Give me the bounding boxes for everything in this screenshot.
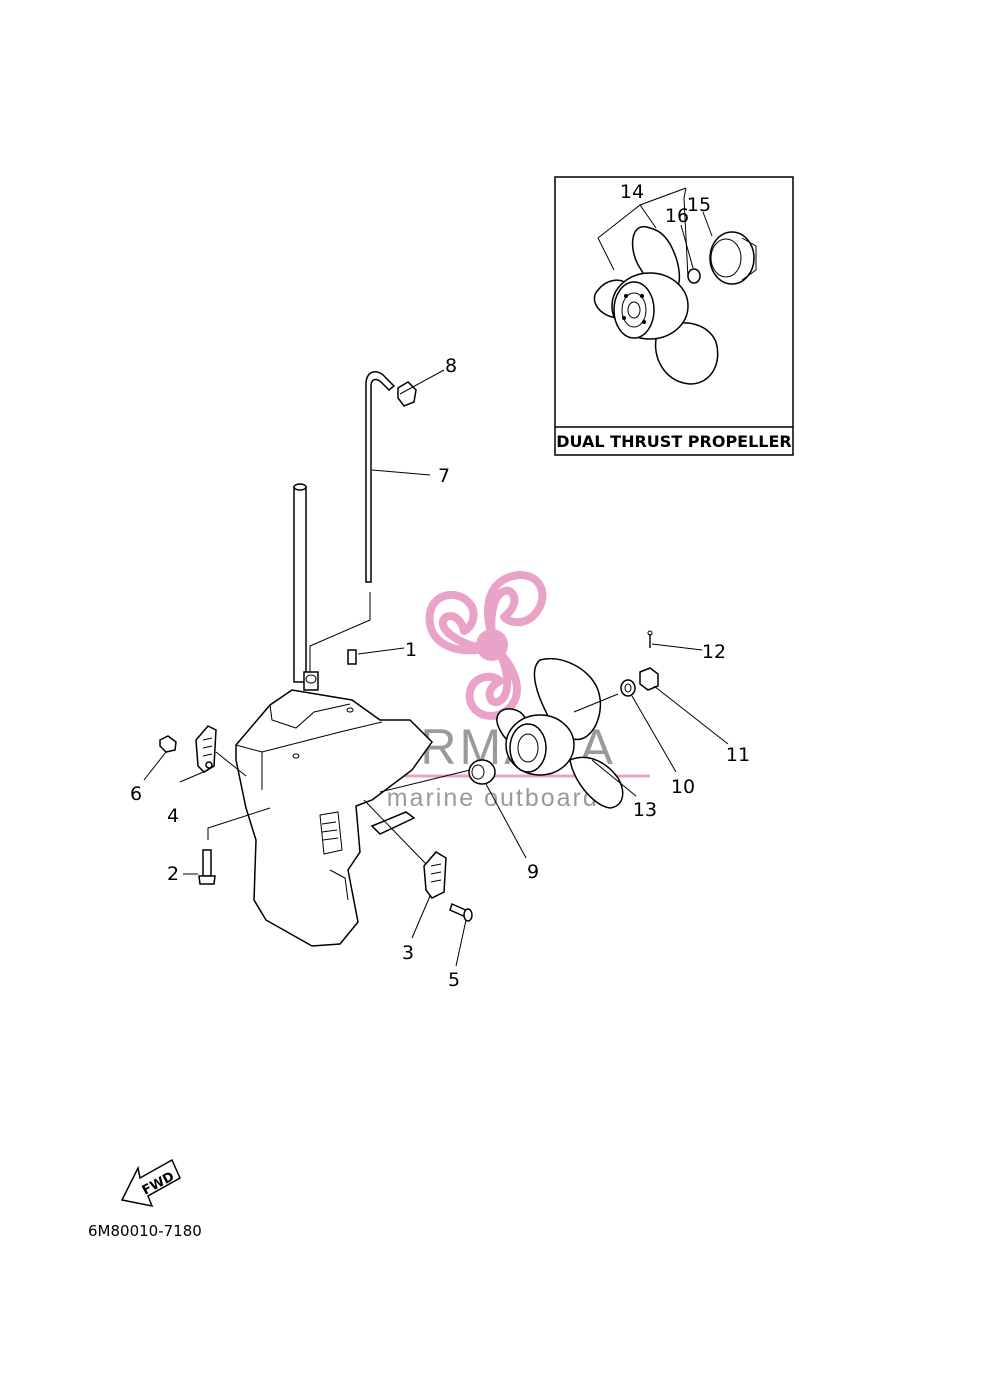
washer-16 [687,268,701,284]
callout-12: 12 [702,641,726,663]
callout-11: 11 [726,744,750,766]
anode-3 [423,851,447,899]
cotter-pin-12 [647,630,653,648]
callout-2: 2 [167,863,179,885]
thrust-washer-9 [468,759,496,785]
dual-thrust-propeller-drawing [593,225,719,385]
callout-9: 9 [527,861,539,883]
callout-8: 8 [445,355,457,377]
leader-lines [143,369,729,967]
callout-1: 1 [405,639,417,661]
spacer-15 [709,231,757,285]
water-tube-7 [365,371,396,583]
callout-4: 4 [167,805,179,827]
callout-6: 6 [130,783,142,805]
watermark: ARMADA marine outboards [350,571,650,812]
lower-casing [235,483,433,947]
callout-16: 16 [665,205,689,227]
callout-13: 13 [633,799,657,821]
fwd-arrow-icon: FWD [120,1158,181,1208]
callout-14: 14 [620,181,644,203]
watermark-tagline: marine outboards [387,784,614,812]
callout-5: 5 [448,969,460,991]
screw-5 [449,902,473,922]
dowel-pin-1 [347,649,357,665]
callout-15: 15 [687,194,711,216]
callout-7: 7 [438,465,450,487]
bolt-2 [198,849,216,885]
inset-title: DUAL THRUST PROPELLER [556,432,792,451]
nut-11 [639,667,659,691]
anode-4 [195,725,217,773]
washer-10 [620,679,636,697]
propeller-13 [496,657,624,809]
diagram-code: 6M80010-7180 [88,1222,202,1240]
nut-6 [159,735,177,753]
inset-dual-thrust-propeller: DUAL THRUST PROPELLER 14 [554,176,794,456]
propeller-logo-icon [425,571,547,720]
callout-10: 10 [671,776,695,798]
callout-3: 3 [402,942,414,964]
